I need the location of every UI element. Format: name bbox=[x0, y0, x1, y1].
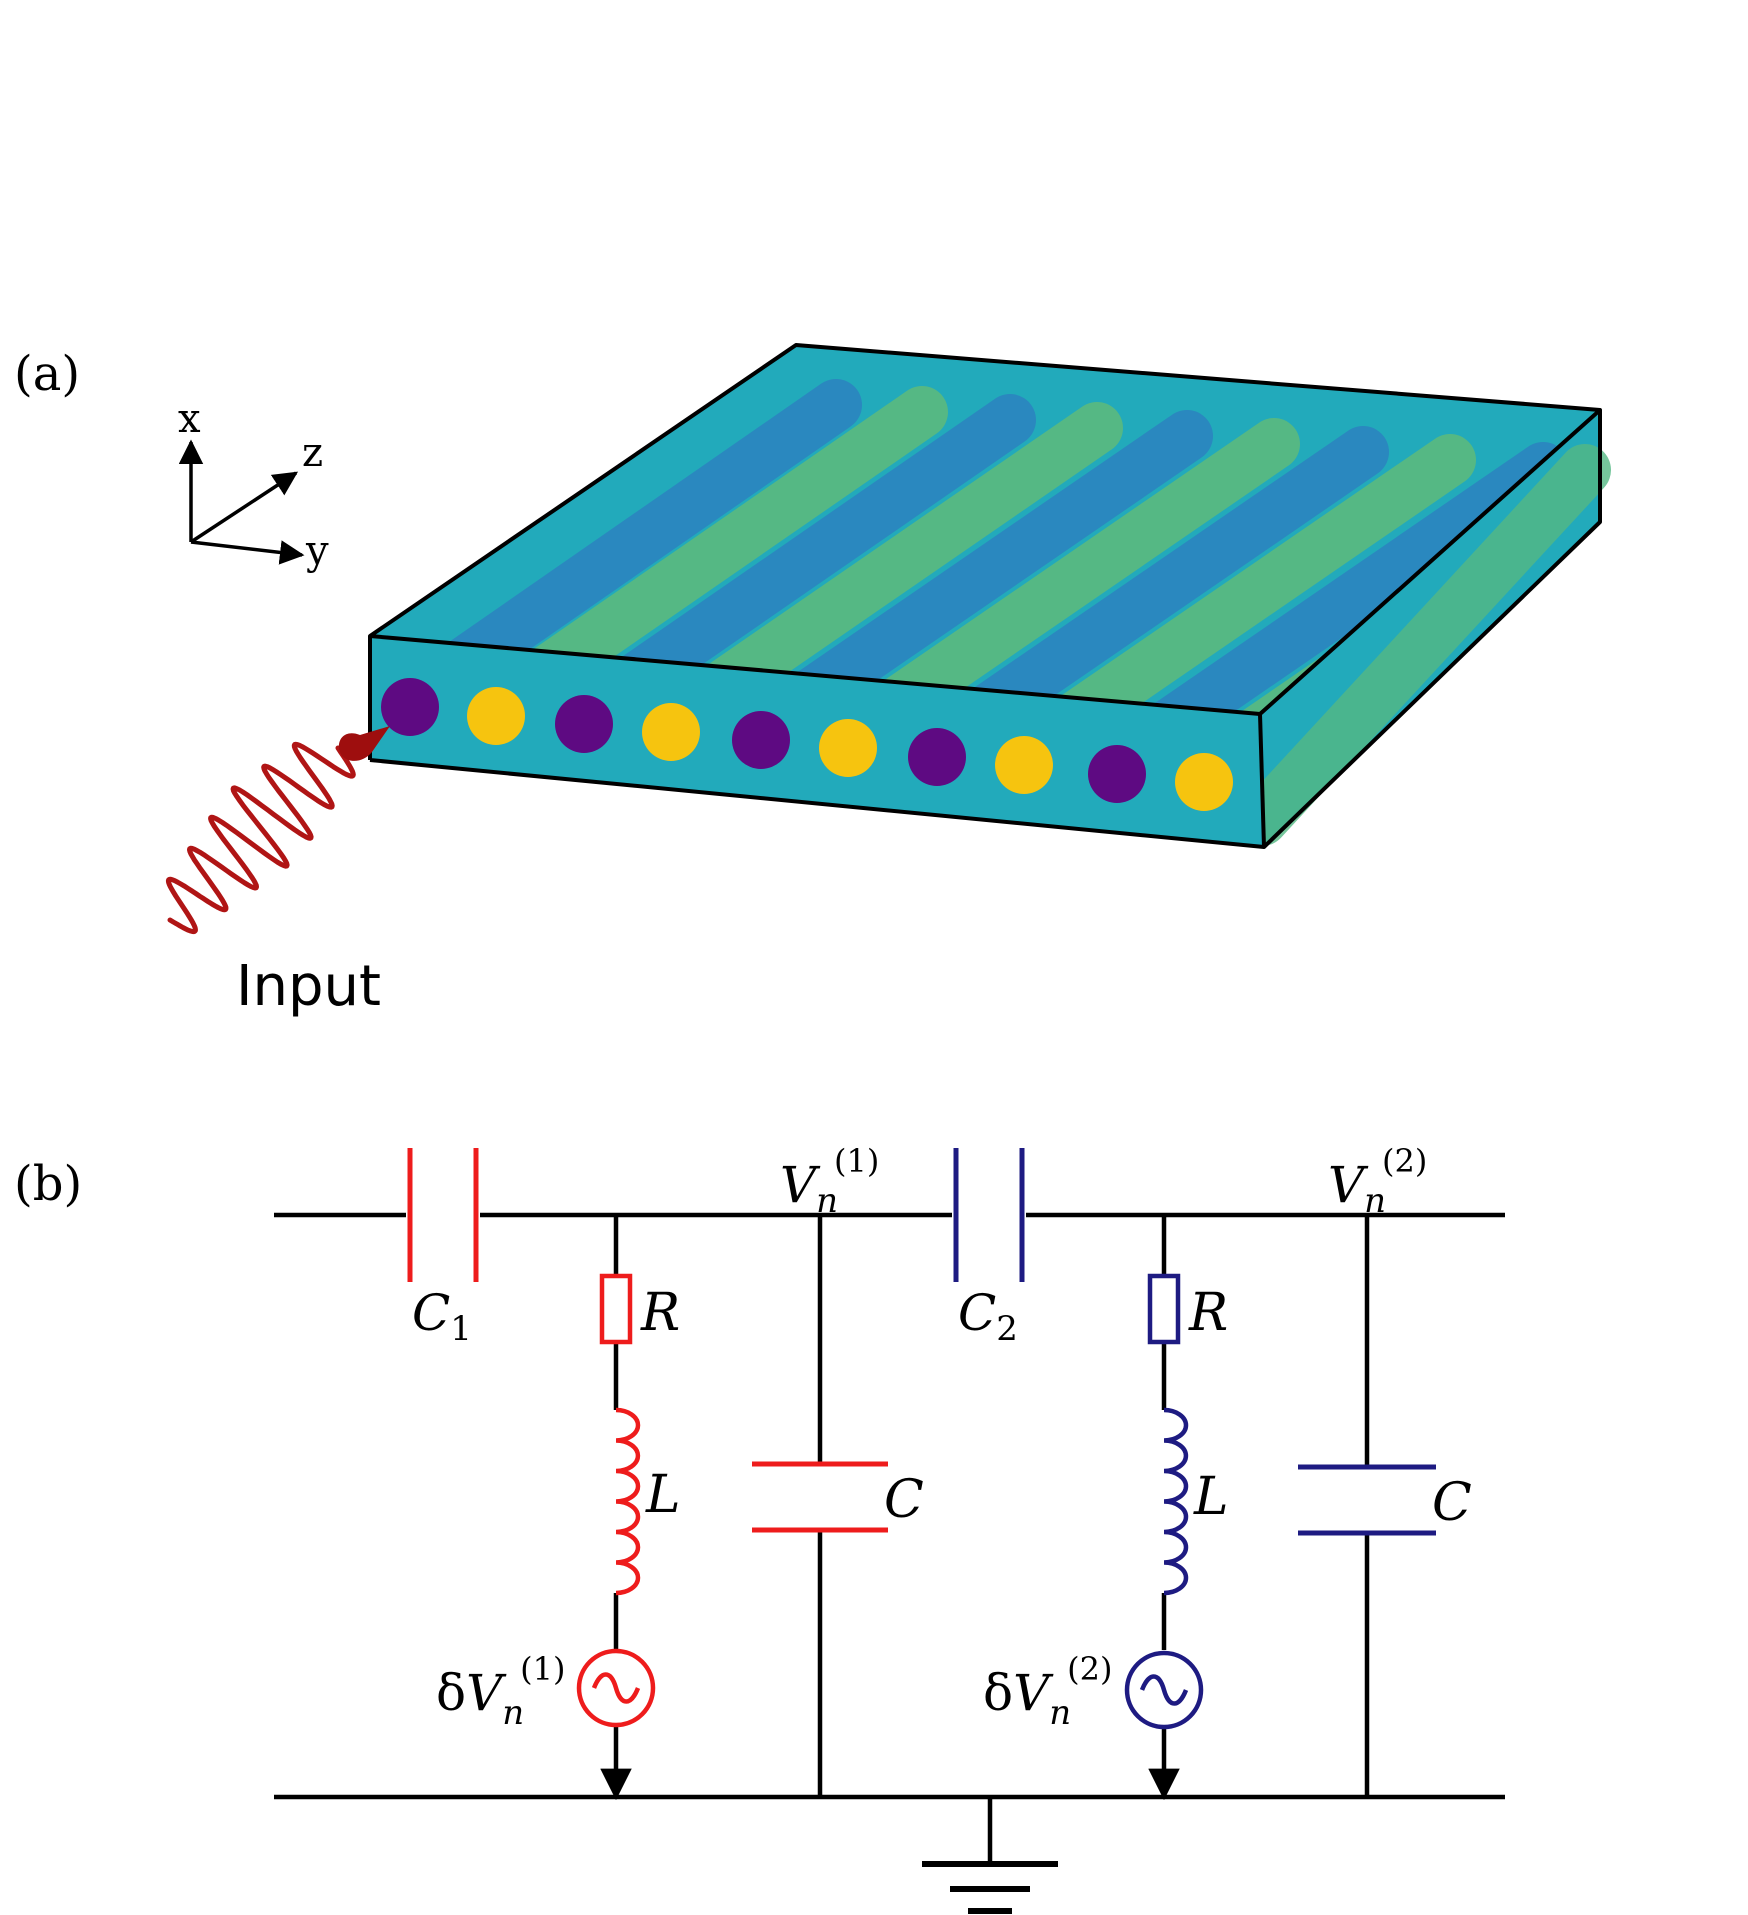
z-axis-arrow bbox=[190, 471, 299, 544]
yellow-dot bbox=[467, 687, 525, 745]
axes-icon bbox=[178, 439, 305, 565]
cell1-inductor-label: L bbox=[645, 1465, 681, 1525]
cell2-capacitor-label: C bbox=[1432, 1473, 1472, 1533]
source-tip-icon bbox=[338, 726, 390, 761]
cell2-inductor-icon bbox=[1163, 1407, 1189, 1596]
y-axis-arrow bbox=[190, 540, 305, 565]
yellow-dot bbox=[995, 736, 1053, 794]
purple-dot bbox=[908, 728, 966, 786]
ground-icon bbox=[922, 1861, 1058, 1914]
cell1-resistor-icon bbox=[599, 1273, 633, 1345]
cell2-resistor-icon bbox=[1147, 1273, 1181, 1345]
cell2-voltage-source-icon bbox=[1124, 1650, 1204, 1730]
yellow-dot bbox=[1175, 753, 1233, 811]
slab-side-face bbox=[1236, 410, 1611, 847]
cell1-inductor-icon bbox=[615, 1407, 641, 1596]
cell1-voltage-source-icon bbox=[576, 1648, 656, 1728]
cell1-resistor-label: R bbox=[640, 1283, 680, 1343]
cell2-resistor-label: R bbox=[1188, 1283, 1228, 1343]
x-axis-label: x bbox=[178, 396, 201, 442]
yellow-dot bbox=[642, 703, 700, 761]
input-wave bbox=[165, 726, 390, 935]
cell1-coupling-capacitor bbox=[407, 1148, 479, 1282]
purple-dot bbox=[1088, 745, 1146, 803]
purple-dot bbox=[732, 711, 790, 769]
cell1-node-voltage-label: Vn(1) bbox=[780, 1142, 879, 1221]
cell2-node-voltage-label: Vn(2) bbox=[1328, 1142, 1427, 1221]
panel-b-label: (b) bbox=[14, 1156, 82, 1212]
cell1-coupling-cap-label: C1 bbox=[412, 1284, 472, 1349]
purple-dot bbox=[381, 678, 439, 736]
cell2-coupling-cap-label: C2 bbox=[958, 1284, 1018, 1349]
purple-dot bbox=[555, 695, 613, 753]
slab-front-face bbox=[370, 636, 1264, 847]
input-label: Input bbox=[236, 954, 381, 1019]
slab-top-face bbox=[370, 345, 1600, 714]
cell2-source-label: δVn(2) bbox=[983, 1650, 1112, 1733]
yellow-dot bbox=[819, 719, 877, 777]
panel-a-label: (a) bbox=[14, 346, 80, 402]
cell1-capacitor-label: C bbox=[884, 1470, 924, 1530]
rod-cross-sections bbox=[381, 678, 1233, 811]
cell1-capacitor-icon bbox=[752, 1461, 888, 1533]
y-axis-label: y bbox=[305, 528, 329, 574]
circuit-wires bbox=[274, 1212, 1505, 1862]
cell2-inductor-label: L bbox=[1193, 1467, 1229, 1527]
slab-outline bbox=[368, 343, 1602, 849]
z-axis-label: z bbox=[302, 430, 323, 476]
cell2-capacitor-icon bbox=[1298, 1464, 1436, 1536]
cell1-source-label: δVn(1) bbox=[436, 1650, 565, 1733]
cell2-coupling-capacitor bbox=[953, 1148, 1025, 1282]
